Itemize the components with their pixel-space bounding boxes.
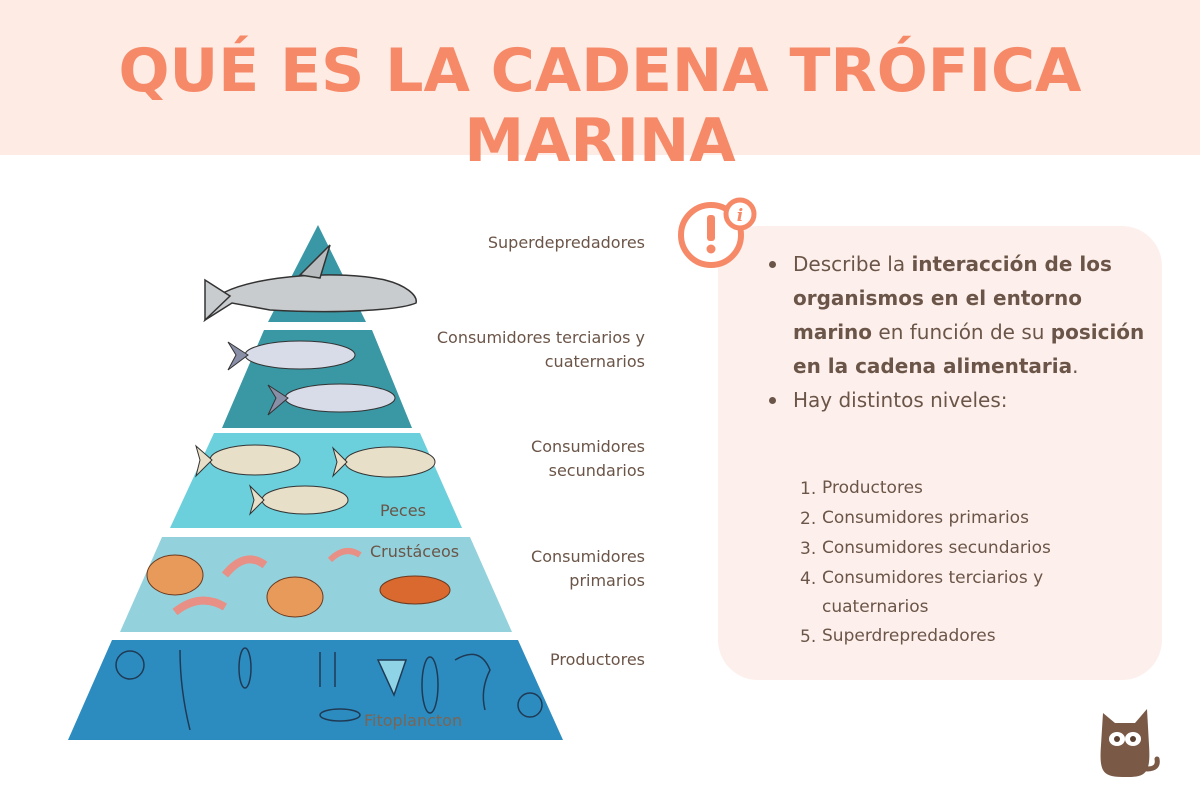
svg-text:i: i [737,206,743,226]
shark-icon [203,244,417,323]
bullet-levels: Hay distintos niveles: [765,383,1145,417]
fish-icon [195,444,436,516]
level-label-terciarios: Consumidores terciarios y cuaternarios [436,328,645,371]
info-panel [718,226,1162,680]
list-item: 5.Superdrepredadores [800,626,996,647]
list-item: 4.Consumidores terciarios y cuaternarios [800,568,1044,617]
level-label-primarios: Consumidores primarios [531,547,645,590]
list-item: 1.Productores [800,478,923,499]
header-banner: QUÉ ES LA CADENA TRÓFICA MARINA [0,0,1200,176]
food-pyramid [68,225,563,740]
exclamation-info-icon: i [678,197,757,268]
phytoplankton-icon [115,647,543,731]
list-item: 2.Consumidores primarios [800,508,1029,529]
tuna-fish-icon [227,340,396,416]
cat-logo-icon [1100,709,1160,777]
level-label-superdepredadores: Superdepredadores [487,233,645,252]
level-label-secundarios: Consumidores secundarios [531,437,645,480]
list-item: 3.Consumidores secundarios [800,538,1051,559]
bullet-description: Describe la interacción de los organismo… [765,247,1145,383]
level-label-productores: Productores [550,650,645,669]
pyramid-level-productores [68,640,563,740]
page-title: QUÉ ES LA CADENA TRÓFICA MARINA [118,36,1082,176]
crustaceans-icon [146,548,451,618]
levels-list: 1.Productores 2.Consumidores primarios 3… [800,474,1062,652]
inner-label-peces: Peces [380,501,426,520]
inner-label-fitoplancton: Fitoplancton [364,711,463,730]
info-bullets: Describe la interacción de los organismo… [765,247,1145,417]
inner-label-crustaceos: Crustáceos [370,542,460,561]
